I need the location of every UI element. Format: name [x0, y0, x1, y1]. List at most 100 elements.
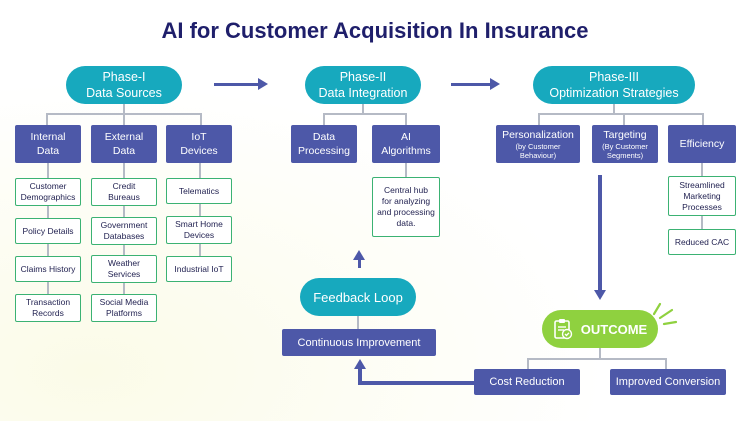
phase-3-label: Phase-III — [588, 70, 640, 84]
item-industrial-iot: Industrial IoT — [166, 256, 232, 282]
category-external-data: External Data — [91, 125, 157, 163]
item-government-databases: Government Databases — [91, 217, 157, 245]
category-label: Algorithms — [381, 145, 431, 157]
arrow-right-icon — [258, 78, 268, 90]
connector — [599, 348, 601, 359]
item-text: Telematics — [178, 185, 220, 196]
phase-3-title: Optimization Strategies — [549, 86, 679, 100]
item-text: Processes — [682, 201, 722, 212]
clipboard-check-icon — [553, 319, 572, 340]
category-label: Efficiency — [679, 138, 725, 150]
arrow-up-icon — [354, 359, 366, 369]
item-smart-home-devices: Smart Home Devices — [166, 216, 232, 244]
feedback-label: Feedback Loop — [313, 289, 403, 305]
connector — [613, 104, 615, 114]
arrow-shaft — [598, 175, 602, 291]
arrow-shaft — [214, 83, 258, 86]
item-text: Marketing — [683, 190, 721, 201]
item-text: Government — [100, 220, 148, 230]
item-text: Devices — [183, 230, 215, 240]
item-streamlined-marketing: Streamlined Marketing Processes — [668, 176, 736, 216]
category-label: Data — [112, 145, 136, 157]
connector — [123, 104, 125, 114]
arrow-shaft — [358, 259, 361, 268]
item-customer-demographics: Customer Demographics — [15, 178, 81, 206]
category-label: Data — [312, 131, 336, 143]
connector — [46, 113, 48, 125]
result-improved-conversion: Improved Conversion — [610, 369, 726, 395]
category-efficiency: Efficiency — [668, 125, 736, 163]
phase-1-title: Data Sources — [86, 86, 162, 100]
item-credit-bureaus: Credit Bureaus — [91, 178, 157, 206]
central-hub-description: Central hub for analyzing and processing… — [372, 177, 440, 237]
category-data-processing: Data Processing — [291, 125, 357, 163]
item-text: Records — [32, 308, 64, 318]
connector — [362, 104, 364, 114]
category-label: Data — [36, 145, 60, 157]
item-text: data. — [396, 218, 416, 228]
category-label: Internal — [30, 131, 66, 143]
item-text: Weather — [108, 258, 140, 268]
item-text: for analyzing — [381, 196, 431, 206]
improvement-label: Continuous Improvement — [297, 336, 421, 349]
item-text: Demographics — [20, 192, 76, 202]
category-label: Processing — [298, 145, 350, 157]
continuous-improvement-box: Continuous Improvement — [282, 329, 436, 356]
category-label: Devices — [180, 145, 218, 157]
connector — [665, 358, 667, 369]
item-text: Central hub — [384, 185, 428, 195]
connector — [538, 113, 704, 115]
category-sublabel: (By Customer — [602, 142, 648, 151]
arrow-shaft — [358, 381, 474, 385]
category-sublabel: Behaviour) — [519, 151, 557, 160]
item-text: and processing — [377, 207, 435, 217]
item-reduced-cac: Reduced CAC — [668, 229, 736, 255]
arrow-down-icon — [594, 290, 606, 300]
connector — [200, 113, 202, 125]
connector — [538, 113, 540, 125]
connector — [702, 113, 704, 125]
feedback-loop-pill: Feedback Loop — [300, 278, 416, 316]
category-label: IoT — [191, 131, 207, 143]
page-title: AI for Customer Acquisition In Insurance — [161, 18, 589, 43]
item-weather-services: Weather Services — [91, 255, 157, 283]
item-transaction-records: Transaction Records — [15, 294, 81, 322]
connector — [323, 113, 325, 125]
category-iot-devices: IoT Devices — [166, 125, 232, 163]
connector — [357, 316, 359, 330]
sparkle-icon — [652, 302, 678, 326]
item-policy-details: Policy Details — [15, 218, 81, 244]
category-sublabel: (by Customer — [515, 142, 561, 151]
arrow-up-icon — [353, 250, 365, 260]
arrow-shaft — [358, 368, 362, 385]
connector — [623, 113, 625, 125]
item-text: Policy Details — [22, 225, 74, 236]
arrow-shaft — [451, 83, 491, 86]
category-label: Targeting — [603, 129, 647, 141]
arrow-right-icon — [490, 78, 500, 90]
item-text: Social Media — [99, 297, 149, 307]
connector — [527, 358, 529, 369]
outcome-label: OUTCOME — [580, 321, 648, 337]
item-text: Streamlined — [679, 179, 725, 190]
connector — [527, 358, 667, 360]
item-claims-history: Claims History — [15, 256, 81, 282]
phase-3-pill: Phase-III Optimization Strategies — [533, 66, 695, 104]
item-text: Platforms — [106, 308, 142, 318]
connector — [405, 113, 407, 125]
item-telematics: Telematics — [166, 178, 232, 204]
category-internal-data: Internal Data — [15, 125, 81, 163]
item-text: Claims History — [20, 263, 76, 274]
connector — [405, 163, 407, 177]
category-personalization: Personalization (by Customer Behaviour) — [496, 125, 580, 163]
category-ai-algorithms: AI Algorithms — [372, 125, 440, 163]
item-text: Services — [107, 269, 141, 279]
category-targeting: Targeting (By Customer Segments) — [592, 125, 658, 163]
item-text: Reduced CAC — [674, 236, 730, 247]
item-text: Databases — [103, 231, 145, 241]
category-label: External — [104, 131, 144, 143]
item-text: Customer — [29, 181, 67, 191]
outcome-pill: OUTCOME — [542, 310, 658, 348]
result-label: Improved Conversion — [615, 376, 721, 388]
category-label: Personalization — [502, 129, 574, 141]
